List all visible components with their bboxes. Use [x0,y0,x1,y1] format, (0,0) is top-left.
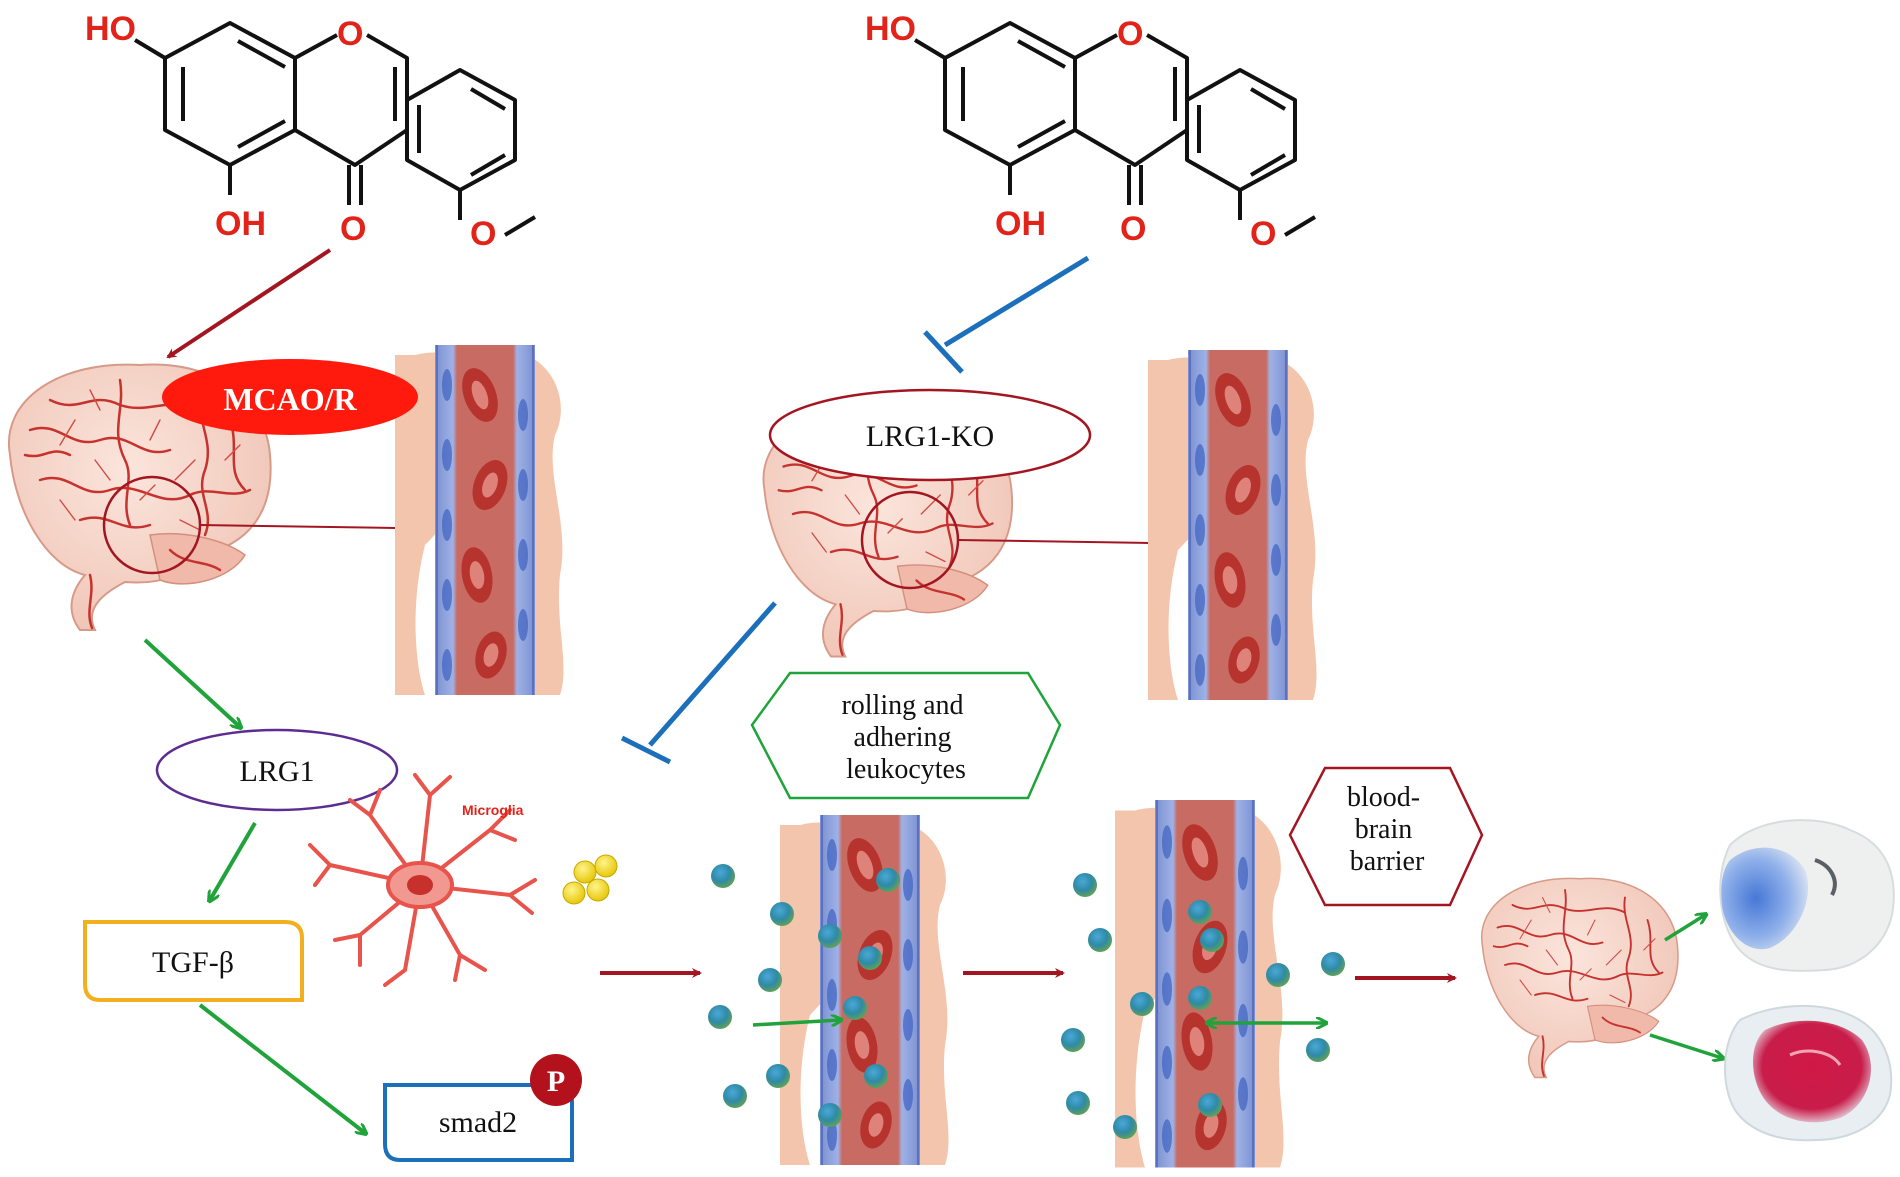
vessel-bbb [1113,798,1285,1169]
molecule-left [83,8,537,255]
vessel-leukocyte [779,814,950,1166]
lrg1-oval [155,728,399,812]
inhibit-lrg1ko-to-leukocytes [620,601,777,765]
phospho-label: P [547,1065,565,1098]
brain-slice-red [1723,1005,1893,1142]
arrow-molecule-to-mcao [166,248,332,359]
zoom-line-right [957,539,1149,544]
rolling-line-1: rolling and [841,690,963,721]
rolling-hexagon [750,671,1062,800]
tgf-label: TGF-β [152,946,234,979]
phospho-badge [530,1054,582,1106]
arrow-lrg1-to-tgf [210,821,257,900]
inhibit-molecule-to-lrg1ko [923,255,1090,374]
mcao-label: MCAO/R [223,381,357,417]
arrow-tgf-to-smad2 [198,1003,365,1133]
vessel-right [1147,349,1318,701]
rolling-label: rolling and adhering leukocytes [841,690,970,785]
lrg1-ko-oval [768,388,1092,482]
bbb-line-3: barrier [1350,846,1425,877]
arrow-to-slice-blue [1664,915,1705,942]
microglia-label: Microglia [462,802,524,818]
rolling-line-2: adhering [854,722,952,753]
bbb-hexagon [1288,766,1484,907]
rolling-line-3: leukocytes [846,754,966,785]
leukocytes-group-1 [708,864,900,1127]
smad2-label: smad2 [439,1106,517,1139]
bbb-line-1: blood- [1347,782,1420,813]
lrg1-ko-label: LRG1-KO [866,420,994,453]
zoom-line-left [199,524,396,529]
bbb-line-2: brain [1355,814,1413,845]
brain-outcome [1480,877,1679,1079]
molecule-right [863,8,1317,255]
arrow-to-slice-red [1649,1033,1722,1058]
mcao-oval [162,359,418,435]
arrow-brain-to-lrg1 [143,638,240,727]
leukocytes-group-2 [1061,873,1345,1139]
bbb-label: blood- brain barrier [1347,782,1427,877]
vessel-left [394,344,565,696]
arrow-leukocyte-adhesion [752,1020,840,1027]
brain-slice-blue [1719,819,1895,972]
lrg1-label: LRG1 [240,755,315,788]
tgf-box [83,920,304,1002]
microglia-cell [308,773,537,987]
cytokine-granules [562,854,618,905]
